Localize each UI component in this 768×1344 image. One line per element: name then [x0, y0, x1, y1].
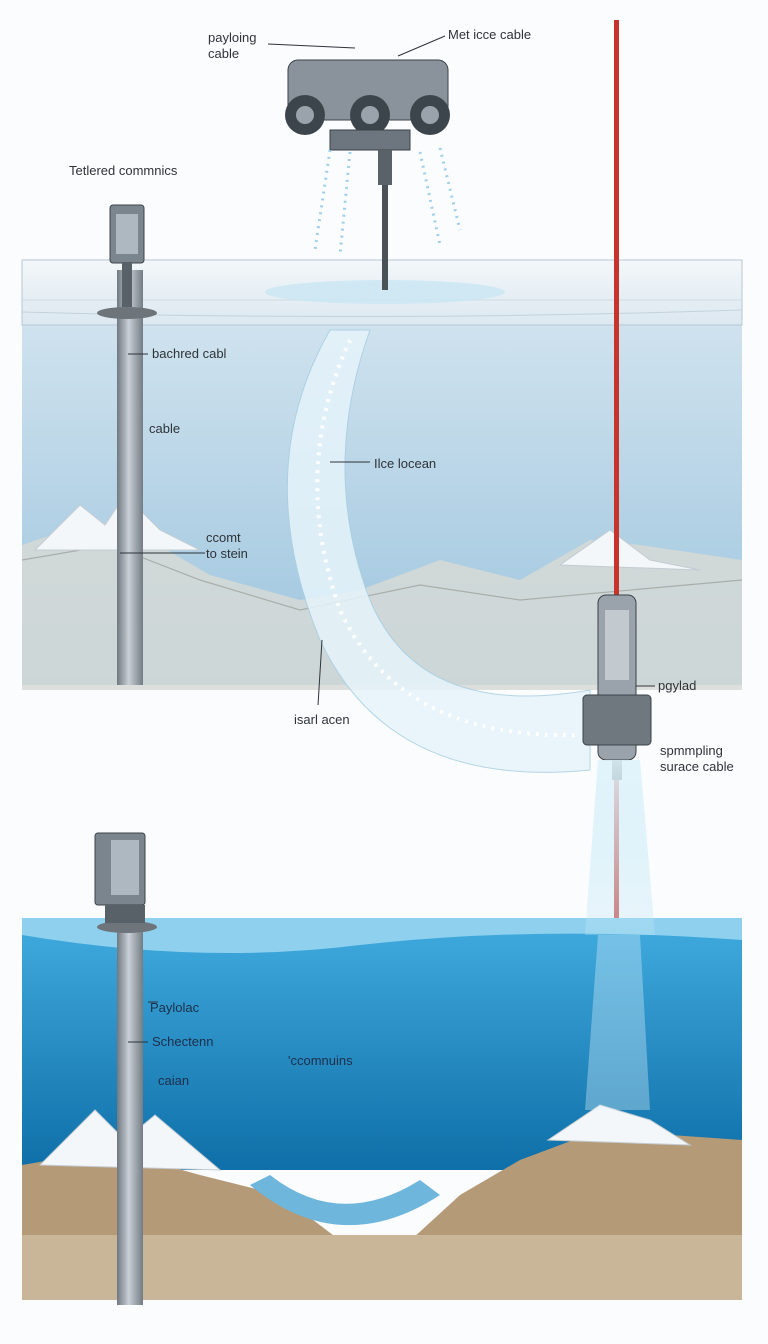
- label-ice-locean: Ilce locean: [374, 456, 437, 471]
- label-cable: cable: [149, 421, 181, 436]
- label-caian: caian: [158, 1073, 190, 1088]
- ice-drill-robot-icon: [285, 59, 450, 290]
- label-paylolac: Paylolac: [150, 1000, 200, 1015]
- drill-spray: [313, 147, 462, 256]
- seafloor-antenna-icon: [94, 832, 146, 923]
- sampling-beam: [585, 760, 655, 1110]
- label-isarl-acen: isarl acen: [294, 712, 350, 727]
- label-ccomt-to-stein: ccomt to stein: [206, 530, 248, 562]
- submersible-payload-icon: [582, 594, 652, 780]
- leader-lines: [120, 35, 655, 1043]
- ice-ocean-stream: [286, 329, 591, 773]
- label-bachred-cabl: bachred cabl: [152, 346, 227, 361]
- ice-shelf: [21, 259, 743, 326]
- lower-seabed: [22, 1130, 742, 1300]
- label-tethered-commnics: Tetlered commnics: [69, 163, 178, 178]
- upper-tether-pole: [97, 270, 157, 685]
- lower-tether-pole: [97, 920, 157, 1305]
- label-spmpling-surace-cable: spmmpling surace cable: [660, 743, 734, 775]
- label-schectenn: Schectenn: [152, 1034, 214, 1049]
- label-payloing-cable: payloing cable: [208, 30, 257, 62]
- lower-water-column: [22, 918, 742, 1170]
- label-met-ice-cable: Met icce cable: [448, 27, 532, 42]
- label-ccomnuins: 'ccomnuins: [288, 1053, 353, 1068]
- surface-antenna-icon: [109, 204, 145, 307]
- label-pgylad: pgylad: [658, 678, 697, 693]
